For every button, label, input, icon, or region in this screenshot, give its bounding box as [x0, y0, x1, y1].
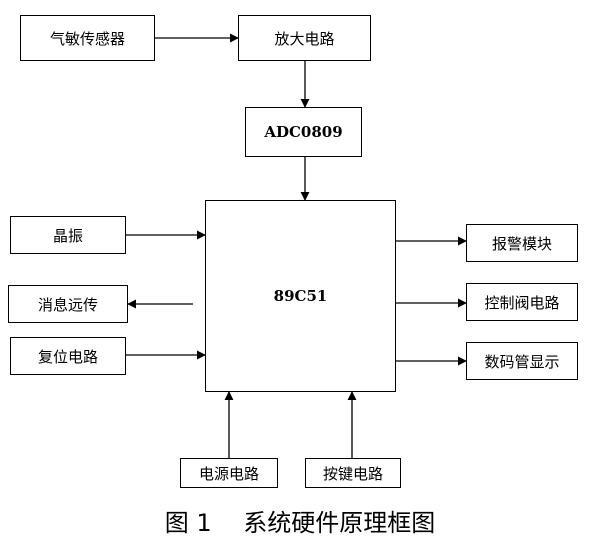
remote-message-label: 消息远传 — [37, 295, 98, 314]
power-circuit-label: 电源电路 — [198, 464, 259, 483]
alarm-module-label: 报警模块 — [491, 234, 552, 253]
amplifier-label: 放大电路 — [274, 29, 335, 48]
key-circuit-label: 按键电路 — [322, 464, 383, 483]
display-label: 数码管显示 — [484, 352, 560, 371]
mcu-label: 89C51 — [273, 287, 328, 305]
mcu-box: 89C51 — [205, 200, 396, 392]
adc-label: ADC0809 — [264, 123, 343, 141]
remote-message-box: 消息远传 — [8, 285, 128, 323]
gas-sensor-box: 气敏传感器 — [20, 15, 155, 61]
valve-control-box: 控制阀电路 — [466, 283, 578, 321]
display-box: 数码管显示 — [466, 342, 578, 380]
valve-control-label: 控制阀电路 — [484, 293, 560, 312]
power-circuit-box: 电源电路 — [180, 458, 278, 488]
key-circuit-box: 按键电路 — [305, 458, 401, 488]
adc-box: ADC0809 — [245, 107, 362, 157]
gas-sensor-label: 气敏传感器 — [49, 29, 125, 48]
reset-circuit-box: 复位电路 — [10, 337, 126, 375]
figure-caption: 图 1 系统硬件原理框图 — [164, 509, 436, 537]
crystal-box: 晶振 — [10, 216, 126, 254]
amplifier-box: 放大电路 — [238, 15, 371, 61]
crystal-label: 晶振 — [52, 226, 83, 245]
reset-circuit-label: 复位电路 — [37, 347, 98, 366]
alarm-module-box: 报警模块 — [466, 224, 578, 262]
